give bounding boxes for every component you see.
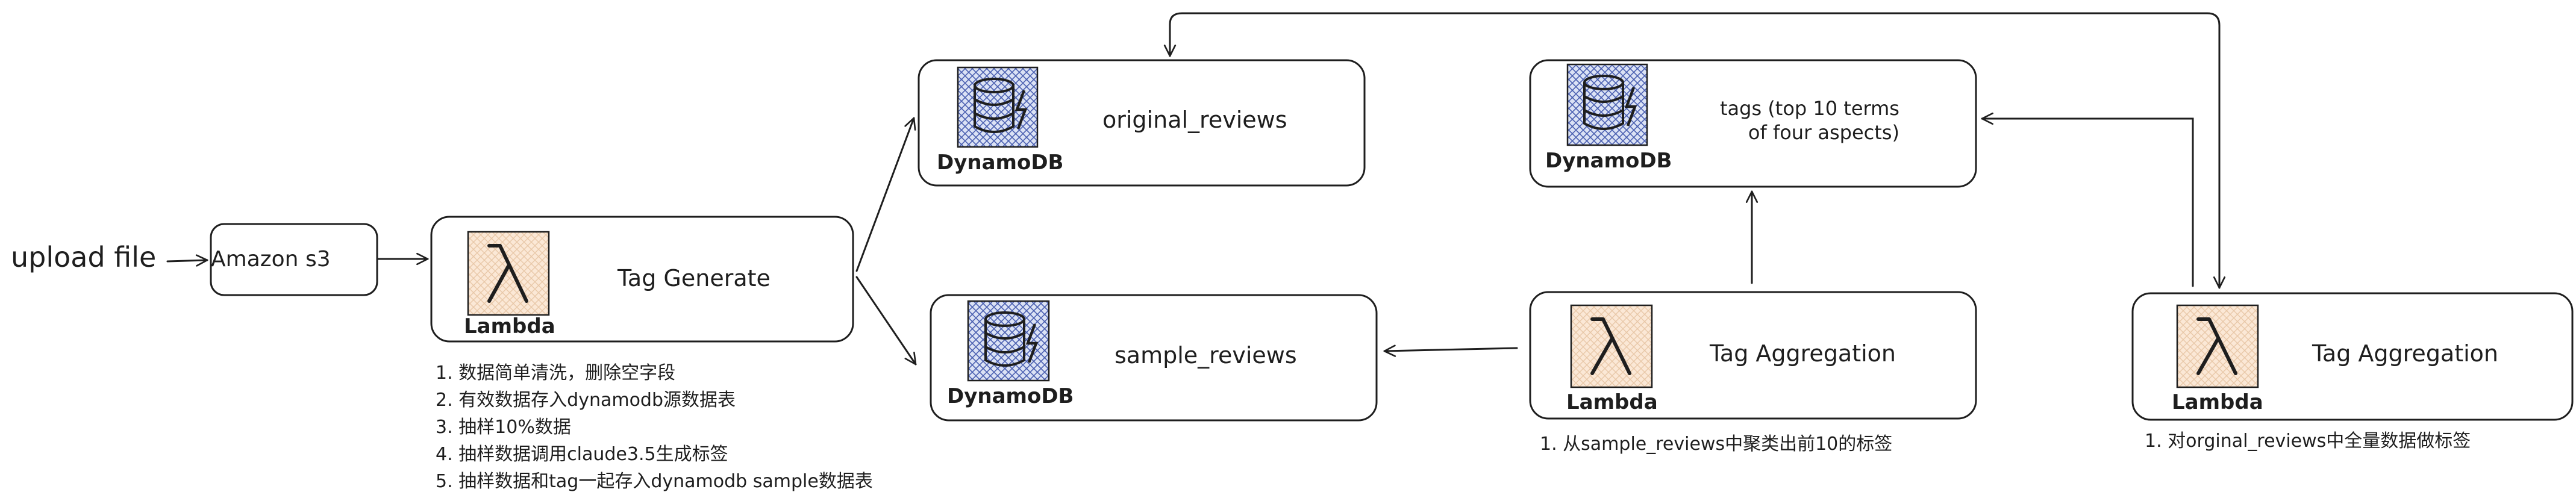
note-item: 2. 有效数据存入dynamodb源数据表 [436,390,736,411]
dynamodb-icon [1566,63,1648,146]
tag-aggregation-sample-note: 1. 从sample_reviews中聚类出前10的标签 [1540,431,1892,458]
tag-aggregation-title: Tag Aggregation [1710,340,1896,367]
tag-generate-box[interactable] [430,216,854,343]
note-item: 3. 抽样10%数据 [436,417,571,438]
sample-reviews-box[interactable] [930,294,1378,422]
amazon-s3-label: Amazon s3 [211,247,331,272]
note-item: 1. 数据简单清洗，删除空字段 [436,363,676,384]
lambda-label: Lambda [1566,390,1658,414]
lambda-label: Lambda [464,314,555,338]
tags-title-line-2: of four aspects) [1748,121,1899,144]
dynamodb-label: DynamoDB [937,151,1064,175]
upload-file-label: upload file [11,241,157,273]
arrow-upload-to-s3 [166,254,208,267]
arrow-aggregation-to-sample-reviews [1383,344,1518,357]
note-item: 4. 抽样数据调用claude3.5生成标签 [436,444,728,465]
note-item: 1. 对orginal_reviews中全量数据做标签 [2145,431,2471,452]
tag-aggregation-title: Tag Aggregation [2312,340,2499,367]
tags-title-line-1: tags (top 10 terms [1720,97,1899,120]
lambda-icon [467,231,550,316]
note-item: 5. 抽样数据和tag一起存入dynamodb sample数据表 [436,471,873,492]
tag-aggregation-full-note: 1. 对orginal_reviews中全量数据做标签 [2145,428,2471,455]
tag-generate-title: Tag Generate [617,265,771,291]
dynamodb-label: DynamoDB [947,384,1074,408]
arrows [166,12,2226,366]
arrow-tag-generate-to-sample-reviews [855,276,917,366]
lambda-label: Lambda [2172,390,2263,414]
lambda-icon [1570,304,1653,388]
dynamodb-icon [967,300,1050,382]
sample-reviews-title: sample_reviews [1114,342,1297,369]
original-reviews-title: original_reviews [1102,107,1287,133]
tag-aggregation-full-box[interactable] [2131,292,2574,421]
dynamodb-label: DynamoDB [1545,149,1672,173]
tag-generate-notes: 1. 数据简单清洗，删除空字段 2. 有效数据存入dynamodb源数据表 3.… [436,360,873,495]
tag-aggregation-sample-box[interactable] [1529,291,1977,420]
arrow-full-aggregation-to-tags [1981,112,2194,287]
dynamodb-icon [957,66,1039,148]
note-item: 1. 从sample_reviews中聚类出前10的标签 [1540,434,1893,455]
arrow-tag-generate-to-original-reviews [855,117,916,272]
arrow-original-to-full-aggregation [1163,12,2226,289]
tags-title: tags (top 10 terms of four aspects) [1720,96,1899,145]
lambda-icon [2176,304,2259,388]
